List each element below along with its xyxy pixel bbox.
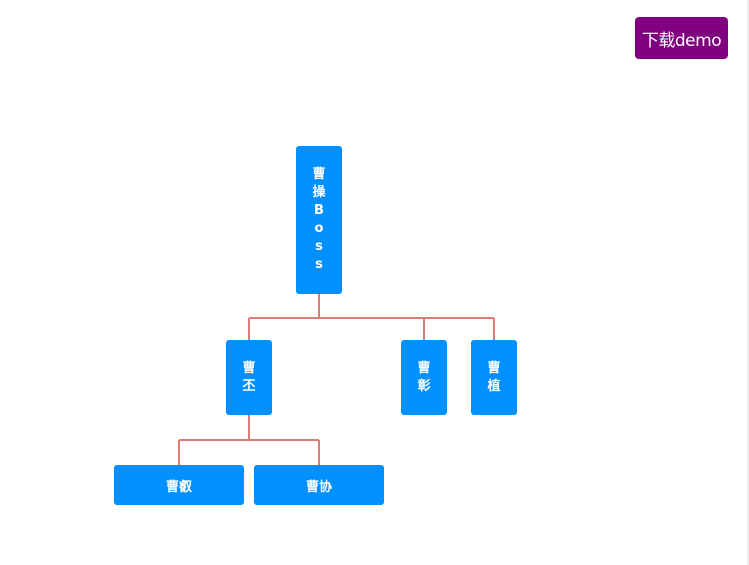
org-node-level2[interactable]: 曹协	[254, 465, 384, 505]
download-demo-button[interactable]: 下载demo	[635, 17, 728, 59]
org-node-root-label: 曹操Boss	[312, 167, 326, 272]
org-node-level2[interactable]: 曹叡	[114, 465, 244, 505]
org-node-label: 曹彰	[417, 360, 431, 394]
org-node-label: 曹协	[305, 479, 332, 495]
org-node-level1[interactable]: 曹丕	[226, 340, 272, 415]
scrollbar-edge	[747, 0, 749, 565]
org-node-root[interactable]: 曹操Boss	[296, 146, 342, 294]
org-node-level1[interactable]: 曹彰	[401, 340, 447, 415]
org-node-level1[interactable]: 曹植	[471, 340, 517, 415]
connector-pi-to-children	[178, 415, 320, 465]
org-node-label: 曹叡	[165, 479, 192, 495]
org-node-label: 曹植	[487, 360, 501, 394]
connector-root-to-children	[248, 294, 495, 340]
org-node-label: 曹丕	[242, 360, 256, 394]
